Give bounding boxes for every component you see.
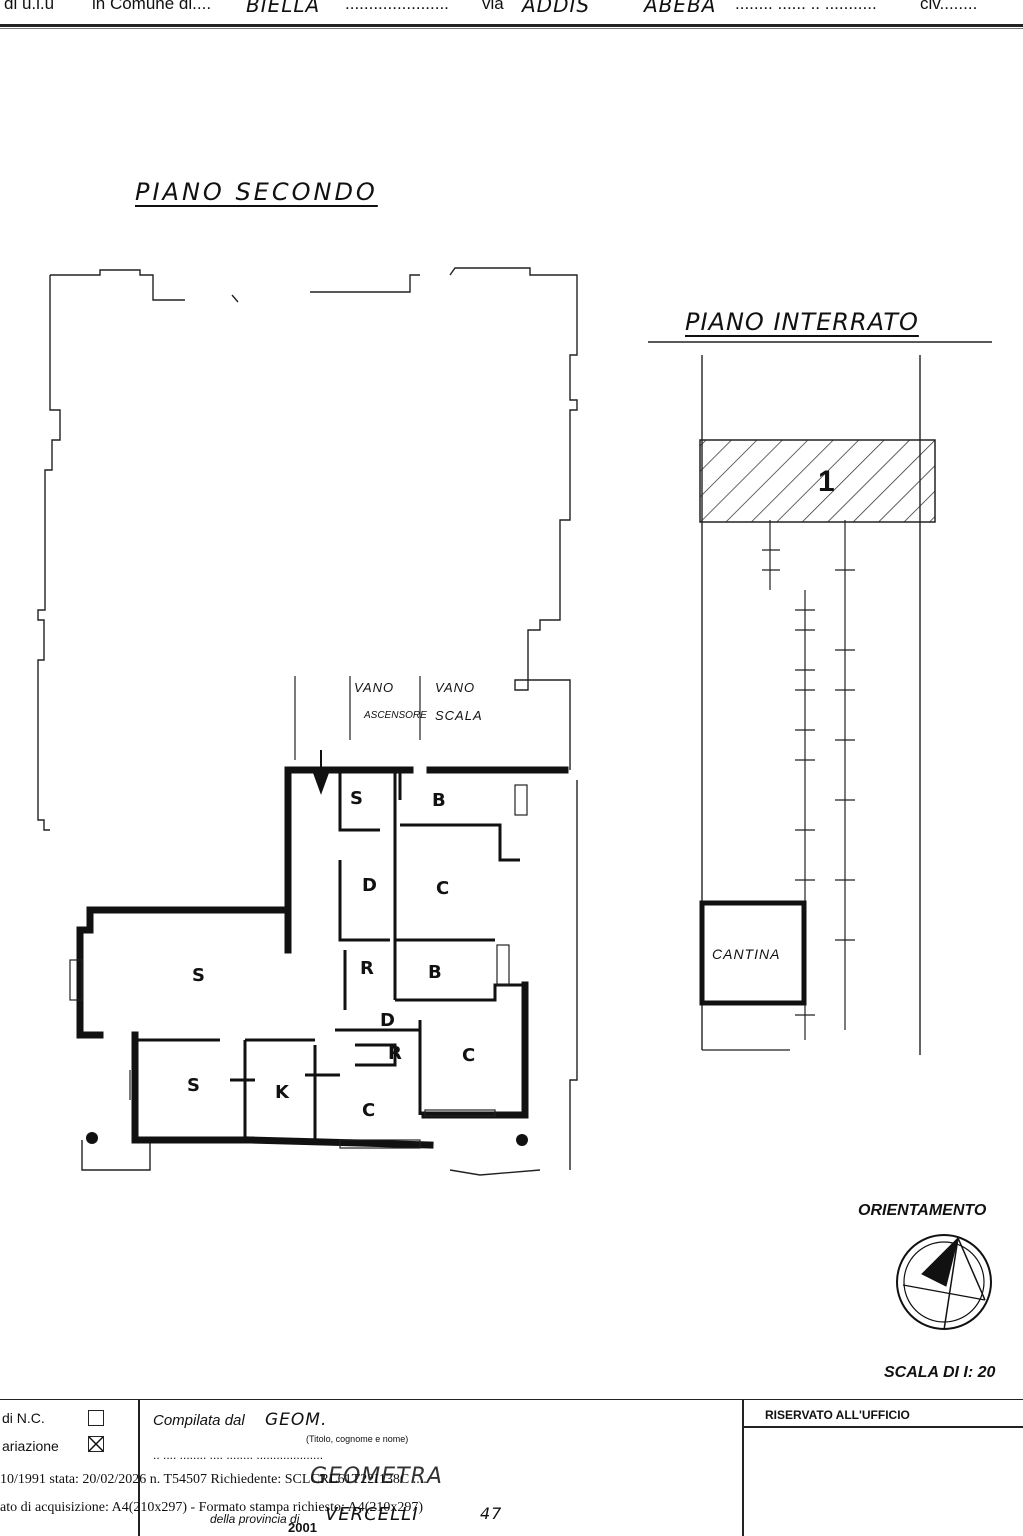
cantina-room <box>699 900 807 1006</box>
room-label: S <box>187 1075 200 1096</box>
compilata-value: GEOM. <box>265 1410 328 1430</box>
stamp-line-1: 10/1991 stata: 20/02/2026 n. T54507 Rich… <box>0 1472 427 1487</box>
room-label: S <box>192 965 205 986</box>
room-label: C <box>462 1045 476 1066</box>
check-mark-icon <box>89 1437 103 1451</box>
compilata-caption: (Titolo, cognome e nome) <box>306 1434 409 1444</box>
check-variazione-box[interactable] <box>88 1436 104 1452</box>
scale-label: SCALA DI I: 20 <box>884 1364 996 1381</box>
room-label: R <box>360 958 374 979</box>
room-label: B <box>428 962 442 983</box>
check-variazione-label: ariazione <box>2 1438 59 1454</box>
header-bar: di u.i.u in Comune di.... BIELLA .......… <box>0 0 1023 30</box>
room-label: K <box>275 1082 289 1103</box>
room-label: B <box>432 790 446 811</box>
check-nc-label: di N.C. <box>2 1410 45 1426</box>
footer-form: di N.C. ariazione Compilata dal GEOM. (T… <box>0 1399 1023 1536</box>
window-marks <box>69 784 528 1149</box>
basement-ticks <box>762 549 855 1016</box>
provincia-label: della provincia di <box>210 1512 300 1526</box>
orientation-label: ORIENTAMENTO <box>858 1202 987 1219</box>
room-label: S <box>350 788 363 809</box>
handwritten-name: GEOMETRA <box>310 1464 443 1489</box>
basement-unit-number: 1 <box>818 465 835 498</box>
room-label: D <box>362 875 377 896</box>
interior-walls <box>135 770 525 1140</box>
footer-divider <box>138 1400 140 1536</box>
header-comune-value: BIELLA <box>246 0 321 17</box>
provincia-value: VERCELLI <box>325 1504 419 1525</box>
riservato-label: RISERVATO ALL'UFFICIO <box>765 1408 910 1422</box>
header-via-dots: ........ ...... .. ........... <box>735 0 877 13</box>
header-rule-thin <box>0 28 1023 29</box>
building-outline <box>37 267 578 1176</box>
vano-scala-label-1: VANO <box>435 680 476 695</box>
plan-second-title: PIANO SECONDO <box>135 178 378 206</box>
compass-icon <box>896 1234 992 1331</box>
header-via-label: via <box>482 0 504 13</box>
plan-basement-title: PIANO INTERRATO <box>685 308 919 336</box>
cantina-label: CANTINA <box>712 946 781 962</box>
footer-year: 2001 <box>288 1520 317 1535</box>
vano-ascensore-label-2: ASCENSORE <box>364 710 427 721</box>
room-label: C <box>436 878 450 899</box>
header-via-value: ADDIS <box>522 0 591 17</box>
header-rule <box>0 24 1023 27</box>
riservato-rule <box>742 1426 1023 1428</box>
compilata-label: Compilata dal <box>153 1412 245 1429</box>
marker-dot-right <box>516 1134 528 1146</box>
vano-scala-label-2: SCALA <box>435 708 483 723</box>
vano-partitions <box>294 676 421 760</box>
header-via-value2: ABEBA <box>644 0 717 17</box>
vano-ascensore-label-1: VANO <box>354 680 395 695</box>
stamp-line-2: ato di acquisizione: A4(210x297) - Forma… <box>0 1500 424 1515</box>
header-civ-label: civ........ <box>920 0 978 13</box>
room-label: C <box>362 1100 376 1121</box>
provincia-number: 47 <box>480 1504 503 1523</box>
entry-arrow <box>311 750 331 795</box>
marker-dot-left <box>86 1132 98 1144</box>
header-comune-dots: ...................... <box>345 0 449 13</box>
room-label: D <box>380 1010 395 1031</box>
basement-unit-hatched <box>699 439 936 523</box>
room-label: R <box>388 1043 402 1064</box>
footer-divider <box>742 1400 744 1536</box>
header-prefix: di u.i.u <box>4 0 55 13</box>
check-nc-box[interactable] <box>88 1410 104 1426</box>
floor-plan-drawing <box>37 267 992 1331</box>
header-comune-label: in Comune di.... <box>92 0 212 13</box>
compilata-dots: .. .... ........ .... ........ .........… <box>153 1448 324 1462</box>
